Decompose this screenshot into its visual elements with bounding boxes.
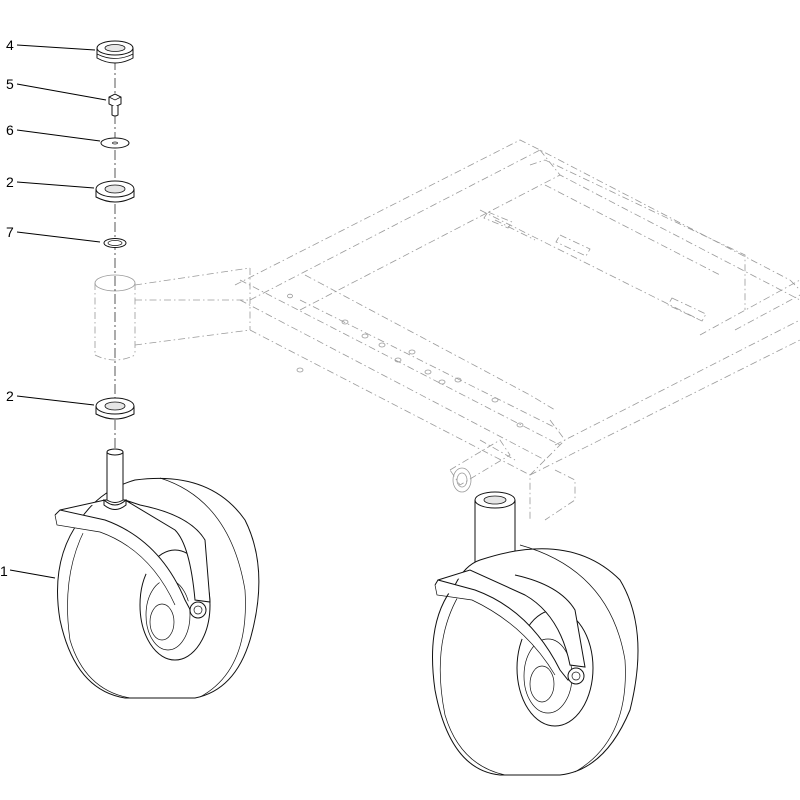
callout-5: 5 [6,76,14,92]
callout-2-upper: 2 [6,174,14,190]
callout-1: 1 [0,563,8,579]
bolt-part [108,93,122,117]
callout-4: 4 [6,37,14,53]
dust-cap-part [96,40,134,64]
washer-part [100,137,130,149]
lower-bearing-part [95,397,135,420]
callout-2-lower: 2 [6,388,14,404]
mower-frame-phantom [234,139,800,521]
callout-7: 7 [6,224,14,240]
yoke-mount-arm-phantom [94,267,251,361]
retaining-ring-part [103,238,127,248]
callout-6: 6 [6,122,14,138]
callout-numbers: 4 5 6 2 7 2 1 [0,37,14,579]
callout-leaders [9,44,107,579]
upper-bearing-part [95,180,135,203]
installed-caster-wheel [432,491,639,776]
caster-wheel-assembly-part [54,448,260,699]
